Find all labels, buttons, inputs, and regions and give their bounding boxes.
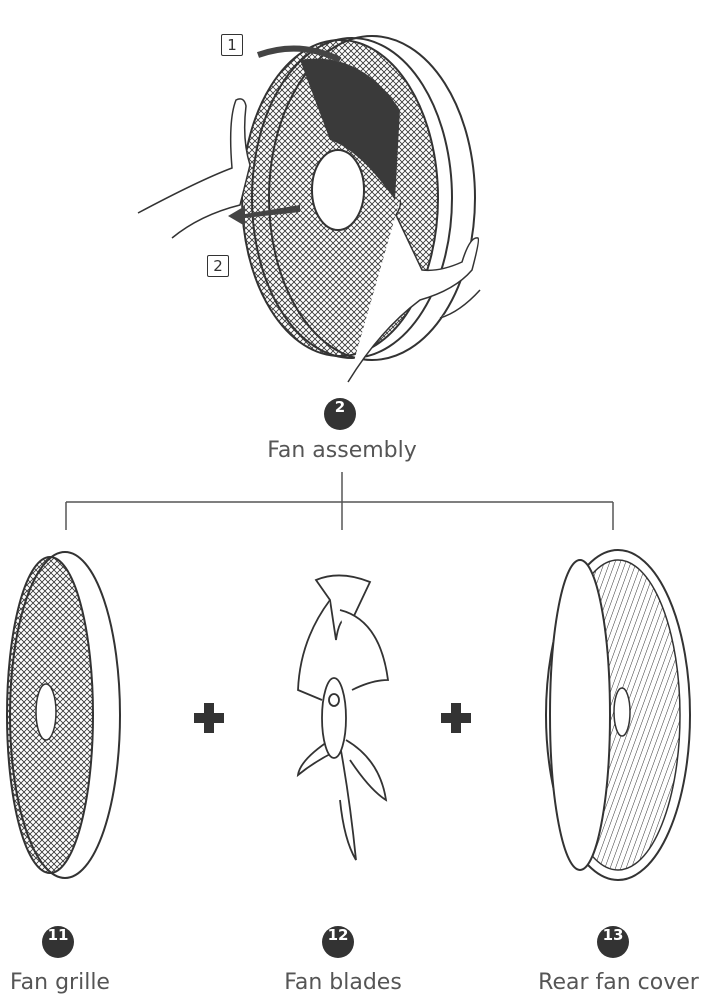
part-13-badge: 13 [597, 926, 629, 958]
fan-assembly-drawing [242, 36, 475, 360]
part-12-label: Fan blades [258, 970, 428, 995]
plus-icon [194, 703, 224, 733]
rear-fan-cover-drawing [546, 550, 690, 880]
step-2-marker: 2 [207, 255, 229, 277]
part-12-badge: 12 [322, 926, 354, 958]
fan-grille-drawing [7, 552, 120, 878]
part-11-label: Fan grille [0, 970, 120, 995]
fan-blades-drawing [298, 575, 388, 860]
part-11-badge: 11 [42, 926, 74, 958]
connector-lines [66, 472, 613, 530]
step-1-marker: 1 [221, 34, 243, 56]
assembly-number-badge: 2 [324, 398, 356, 430]
part-13-label: Rear fan cover [528, 970, 709, 995]
assembly-label: Fan assembly [200, 438, 484, 463]
plus-icon [441, 703, 471, 733]
